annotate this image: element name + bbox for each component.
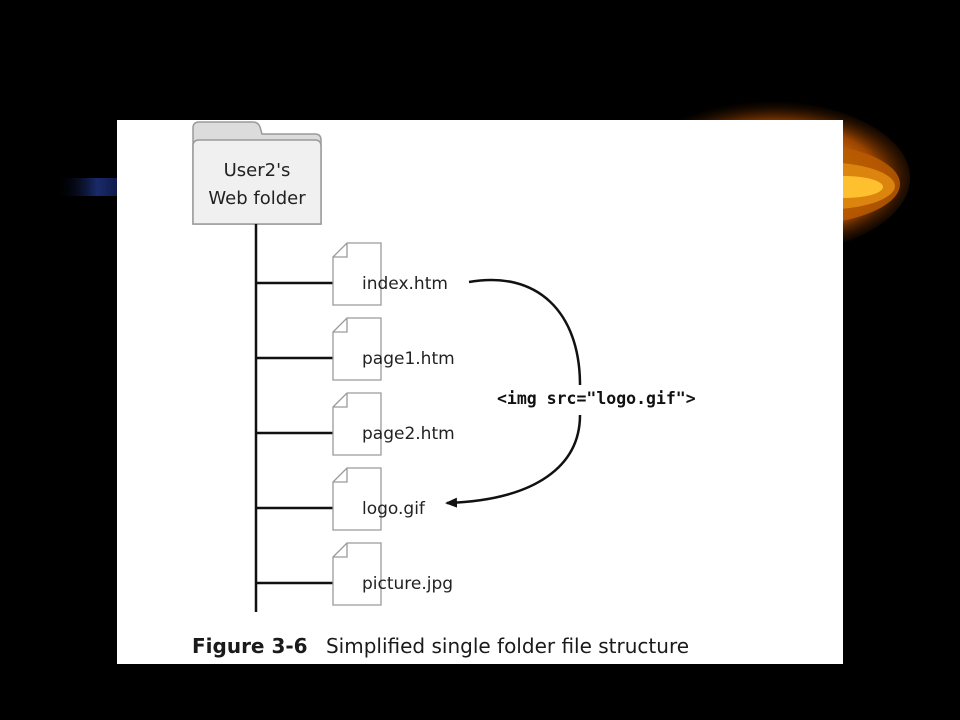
reference-code-label: <img src="logo.gif">	[497, 389, 696, 408]
folder-label-line2: Web folder	[208, 188, 306, 209]
document-fold-corner	[333, 468, 348, 483]
document-icon	[332, 467, 382, 531]
file-label: picture.jpg	[362, 574, 453, 594]
folder-label-line1: User2's	[224, 160, 291, 181]
document-fold-corner	[333, 243, 348, 258]
file-row: index.htm	[256, 242, 448, 306]
document-icon	[332, 317, 382, 381]
file-row: page2.htm	[256, 392, 455, 456]
reference-arrow-lower	[445, 414, 582, 508]
reference-arrow-upper	[468, 278, 582, 386]
document-icon	[332, 392, 382, 456]
document-fold-corner	[333, 393, 348, 408]
file-label: logo.gif	[362, 499, 426, 519]
document-icon	[332, 242, 382, 306]
folder-icon	[192, 121, 322, 225]
figure-panel: User2's Web folder index.htm page1.htm pag…	[117, 120, 843, 664]
figure-caption: Figure 3-6 Simplified single folder file…	[192, 634, 689, 658]
file-label: index.htm	[362, 274, 448, 294]
figure-caption-text: Simplified single folder file structure	[325, 634, 690, 658]
file-label: page2.htm	[362, 424, 455, 444]
file-list: index.htm page1.htm page2.htm logo.gif pictu…	[256, 242, 455, 606]
file-row: logo.gif	[256, 467, 426, 531]
file-row: page1.htm	[256, 317, 455, 381]
document-icon	[332, 542, 382, 606]
document-fold-corner	[333, 543, 348, 558]
blue-streak	[55, 178, 125, 196]
folder-structure-diagram: User2's Web folder index.htm page1.htm pag…	[192, 121, 696, 612]
file-row: picture.jpg	[256, 542, 453, 606]
document-fold-corner	[333, 318, 348, 333]
file-label: page1.htm	[362, 349, 455, 369]
figure-caption-label: Figure 3-6	[192, 634, 308, 658]
